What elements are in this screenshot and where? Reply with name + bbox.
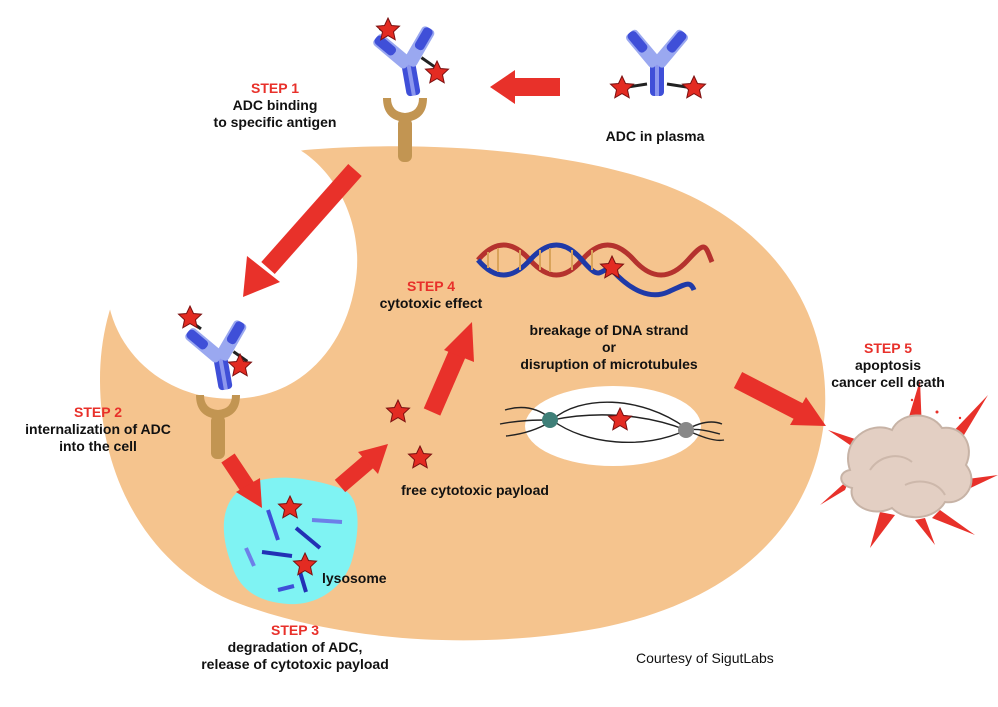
star-payload-icon: [682, 75, 706, 99]
step2-block: STEP 2 internalization of ADC into the c…: [8, 404, 188, 455]
arrow-effect-to-apoptosis: [733, 372, 826, 426]
step5-line2: cancer cell death: [831, 374, 945, 390]
credit-text: Courtesy of SigutLabs: [636, 650, 774, 666]
step3-block: STEP 3 degradation of ADC, release of cy…: [180, 622, 410, 673]
dead-cell-icon: [820, 380, 998, 548]
dna-line3: disruption of microtubules: [520, 356, 698, 372]
arrow-plasma-to-binding: [490, 70, 560, 104]
endocytic-pocket: [106, 149, 358, 399]
step3-line1: degradation of ADC,: [227, 639, 363, 655]
plasma-label: ADC in plasma: [605, 128, 705, 144]
step1-title: STEP 1: [251, 80, 299, 96]
step2-line1: internalization of ADC: [25, 421, 171, 437]
step1-block: STEP 1 ADC binding to specific antigen: [200, 80, 350, 131]
step3-line2: release of cytotoxic payload: [201, 656, 389, 672]
dna-line1: breakage of DNA strand: [529, 322, 689, 338]
dna-effect-block: breakage of DNA strand or disruption of …: [500, 322, 718, 373]
step5-line1: apoptosis: [854, 357, 922, 373]
centrosome-left: [542, 412, 558, 428]
arrow-payload-to-effect: [423, 322, 474, 416]
arrow-lysosome-to-payload: [334, 444, 388, 493]
step5-title: STEP 5: [864, 340, 912, 356]
step1-line1: ADC binding: [232, 97, 318, 113]
step4-block: STEP 4 cytotoxic effect: [366, 278, 496, 312]
dna-line2: or: [602, 339, 616, 355]
step5-block: STEP 5 apoptosis cancer cell death: [818, 340, 958, 391]
arrow-binding-to-internalization: [243, 164, 362, 297]
step2-title: STEP 2: [74, 404, 122, 420]
step3-title: STEP 3: [271, 622, 319, 638]
step4-line1: cytotoxic effect: [379, 295, 483, 311]
lysosome-label: lysosome: [322, 570, 387, 586]
step1-line2: to specific antigen: [213, 114, 337, 130]
arrow-internalization-to-lysosome: [221, 453, 262, 508]
lysosome-blob: [223, 477, 358, 605]
payload-label: free cytotoxic payload: [401, 482, 549, 498]
dna-helix-icon: [476, 242, 715, 298]
spindle-vesicle: [525, 386, 701, 466]
centrosome-right: [678, 422, 694, 438]
lysosome-fragments: [244, 509, 343, 593]
star-payload-icon: [610, 75, 634, 99]
step2-line2: into the cell: [59, 438, 137, 454]
antibody-icon: [370, 22, 447, 102]
step4-title: STEP 4: [407, 278, 455, 294]
